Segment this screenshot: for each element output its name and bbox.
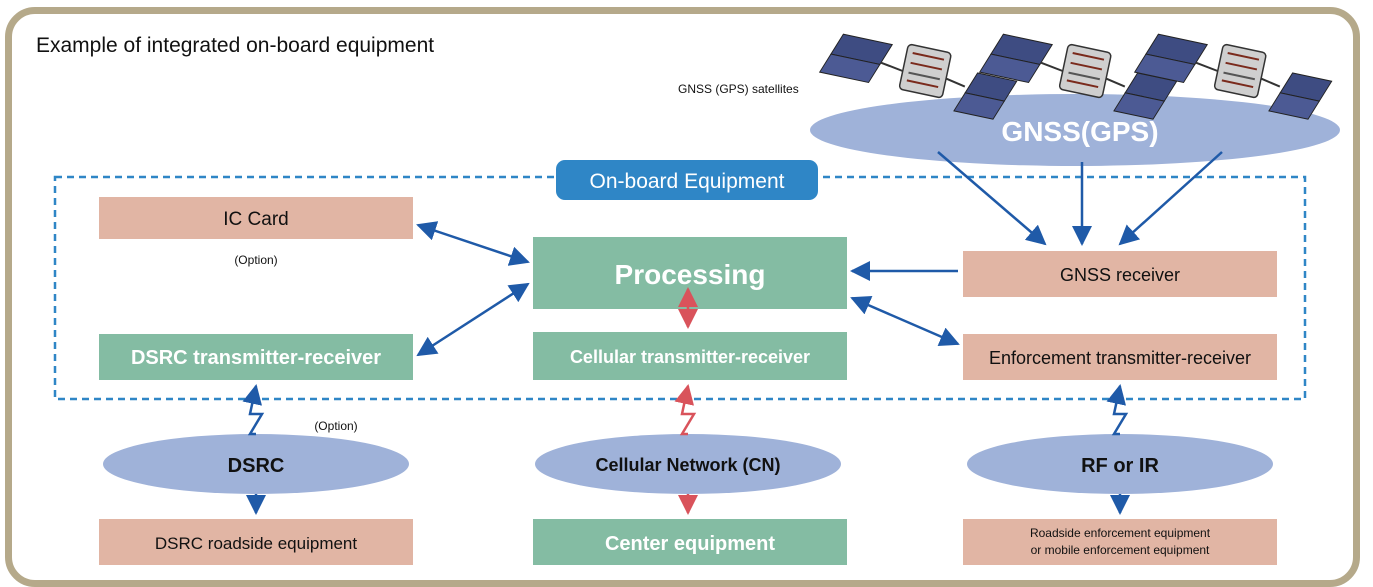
enforcement-equipment-line1: Roadside enforcement equipment	[1030, 526, 1211, 540]
arrow-sat3-gnss	[1118, 151, 1223, 246]
gnss-cloud	[810, 94, 1340, 166]
onboard-label: On-board Equipment	[590, 170, 785, 193]
diagram-title: Example of integrated on-board equipment	[36, 34, 434, 57]
arrow-dsrc-processing	[416, 282, 530, 357]
satellites-label: GNSS (GPS) satellites	[678, 82, 799, 96]
dsrc-roadside-box	[99, 519, 413, 565]
arrow-sat1-gnss	[937, 151, 1047, 246]
dsrc-network-label: DSRC	[228, 455, 285, 477]
dsrc-roadside-label: DSRC roadside equipment	[155, 534, 357, 553]
enforcement-equipment-box	[963, 519, 1277, 565]
onboard-label-box	[556, 160, 818, 200]
dsrc-network	[103, 434, 409, 494]
ic-card-label: IC Card	[223, 209, 288, 230]
arrow-enforcement-processing	[850, 295, 960, 347]
ic-card-box	[99, 197, 413, 239]
enforcement-trx-label: Enforcement transmitter-receiver	[989, 348, 1251, 368]
processing-label: Processing	[615, 259, 766, 290]
arrow-ic-processing	[416, 221, 530, 266]
cellular-trx-label: Cellular transmitter-receiver	[570, 347, 810, 367]
cellular-network	[535, 434, 841, 494]
arrow-cellular-network-trx	[674, 384, 697, 436]
diagram-canvas: Example of integrated on-board equipment…	[36, 26, 1340, 565]
dsrc-trx-label: DSRC transmitter-receiver	[131, 347, 381, 369]
center-equipment-label: Center equipment	[605, 533, 775, 555]
cellular-network-label: Cellular Network (CN)	[595, 455, 780, 475]
cellular-trx-box	[533, 332, 847, 380]
arrow-rfir-trx	[1106, 384, 1129, 436]
ic-option-label: (Option)	[234, 253, 277, 267]
enforcement-trx-box	[963, 334, 1277, 380]
arrow-dsrc-network-trx	[242, 384, 265, 436]
diagram-stage: Example of integrated on-board equipment…	[5, 7, 1360, 587]
dsrc-trx-box	[99, 334, 413, 380]
rf-ir-network-label: RF or IR	[1081, 455, 1159, 477]
rf-ir-network	[967, 434, 1273, 494]
center-equipment-box	[533, 519, 847, 565]
gnss-receiver-box	[963, 251, 1277, 297]
gnss-cloud-label: GNSS(GPS)	[1001, 116, 1158, 147]
enforcement-equipment-line2: or mobile enforcement equipment	[1031, 543, 1210, 557]
dsrc-option-label: (Option)	[314, 419, 357, 433]
gnss-receiver-label: GNSS receiver	[1060, 265, 1180, 285]
